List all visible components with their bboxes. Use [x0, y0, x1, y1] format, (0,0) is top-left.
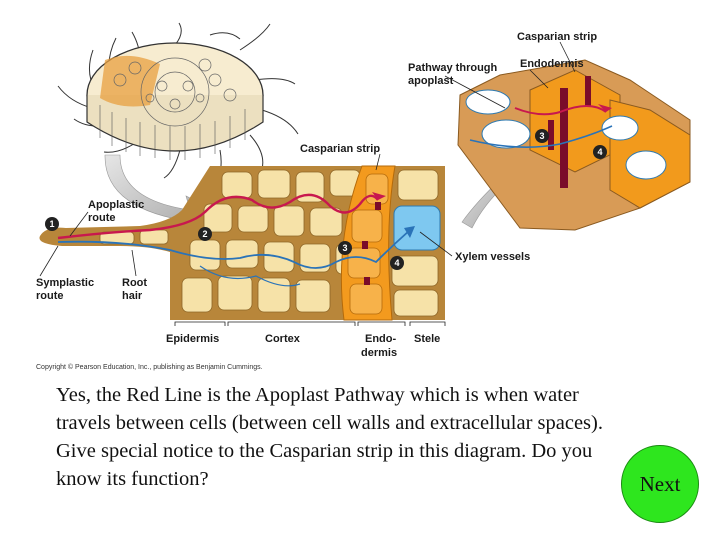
label-endodermis-line1: Endo- [365, 333, 396, 345]
label-root-hair-line1: Root [122, 277, 147, 289]
svg-text:4: 4 [597, 147, 602, 157]
inset-step-marker-4: 4 [593, 145, 607, 159]
root-cross-section [57, 22, 299, 187]
label-stele: Stele [414, 333, 440, 345]
label-apoplastic-route-line1: Apoplastic [88, 199, 144, 211]
svg-text:2: 2 [202, 229, 207, 239]
label-symplastic-route-line1: Symplastic [36, 277, 94, 289]
svg-text:3: 3 [342, 243, 347, 253]
label-epidermis: Epidermis [166, 333, 219, 345]
endodermis-3d-inset [457, 59, 691, 231]
label-casparian-strip-main: Casparian strip [300, 143, 380, 155]
step-marker-1: 1 [45, 217, 59, 231]
next-button[interactable]: Next [621, 445, 699, 523]
next-button-label: Next [639, 471, 681, 496]
label-xylem-vessels: Xylem vessels [455, 251, 530, 263]
label-apoplastic-route-line2: route [88, 212, 116, 224]
tissue-cross-section [39, 165, 445, 321]
step-marker-2: 2 [198, 227, 212, 241]
root-water-transport-diagram: 1 2 3 4 3 4 Casparian strip Pathway thro… [36, 22, 691, 371]
label-casparian-strip-inset: Casparian strip [517, 31, 597, 43]
label-pathway-through-line1: Pathway through [408, 62, 498, 74]
label-symplastic-route-line2: route [36, 290, 64, 302]
label-endodermis-line2: dermis [361, 347, 397, 359]
svg-text:4: 4 [394, 258, 399, 268]
label-endodermis-inset: Endodermis [520, 58, 584, 70]
label-pathway-through-line2: apoplast [408, 75, 454, 87]
copyright-notice: Copyright © Pearson Education, Inc., pub… [36, 363, 263, 371]
svg-text:1: 1 [49, 219, 54, 229]
caption-text: Yes, the Red Line is the Apoplast Pathwa… [56, 384, 603, 490]
inset-step-marker-3: 3 [535, 129, 549, 143]
step-marker-3: 3 [338, 241, 352, 255]
label-cortex: Cortex [265, 333, 301, 345]
svg-text:3: 3 [539, 131, 544, 141]
step-marker-4: 4 [390, 256, 404, 270]
label-root-hair-line2: hair [122, 290, 143, 302]
